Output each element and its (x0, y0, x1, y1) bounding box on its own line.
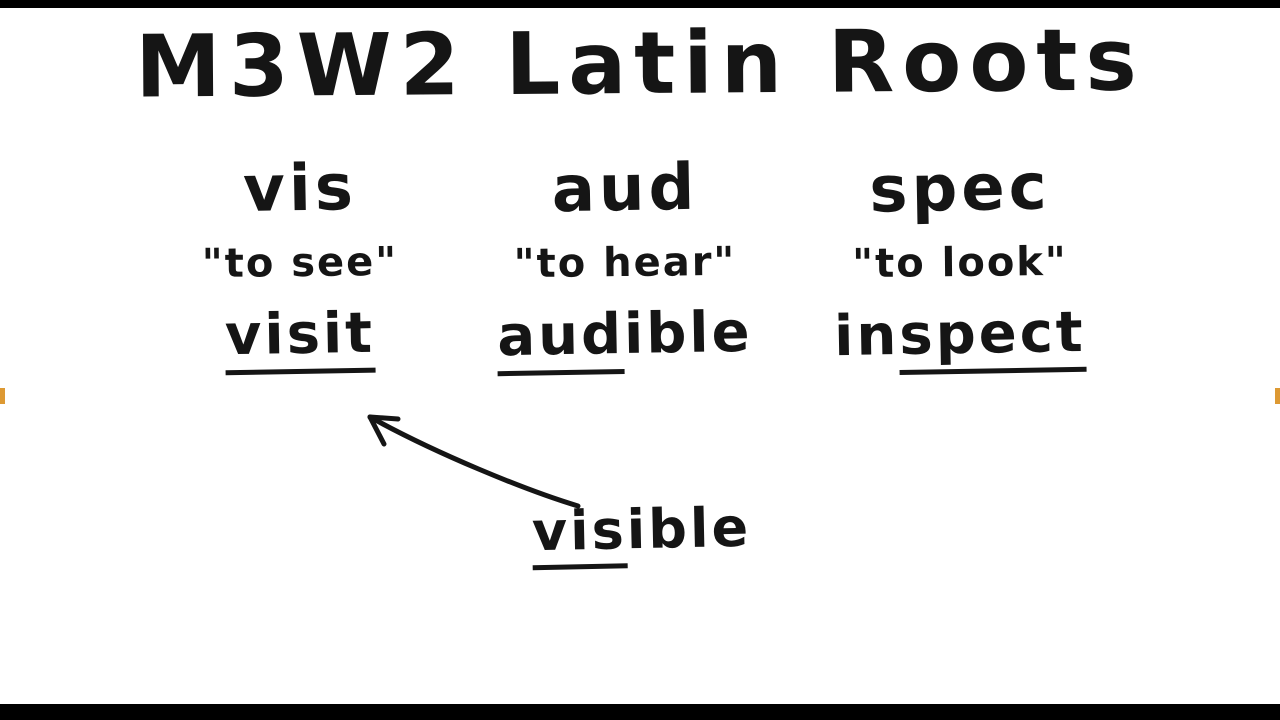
example-word-underlined: visit (224, 300, 376, 376)
left-edge-marker (0, 388, 5, 404)
extra-word-post: ible (626, 495, 752, 562)
example-word-post: ible (623, 299, 754, 368)
root-meaning: "to see" (201, 238, 399, 288)
right-edge-marker (1275, 388, 1280, 404)
root-column-vis: vis "to see" visit (164, 151, 435, 377)
root-word: vis (242, 151, 358, 227)
root-column-aud: aud "to hear" audible (484, 150, 765, 377)
bottom-letterbox-bar (0, 704, 1280, 720)
arrow-visible-to-visit-icon (367, 414, 581, 509)
root-column-spec: spec "to look" inspect (809, 150, 1110, 376)
example-word-pre: in (833, 303, 900, 370)
root-word: spec (868, 150, 1052, 228)
example-word: visit (164, 300, 435, 377)
root-meaning: "to hear" (513, 238, 737, 288)
example-word-underlined: aud (496, 302, 625, 377)
example-word-underlined: spect (898, 299, 1087, 376)
root-word: aud (551, 150, 699, 228)
root-meaning: "to look" (852, 238, 1068, 288)
example-word: audible (484, 300, 765, 377)
example-word: inspect (809, 299, 1110, 376)
top-letterbox-bar (0, 0, 1280, 8)
page-title: M3W2 Latin Roots (134, 10, 1146, 118)
